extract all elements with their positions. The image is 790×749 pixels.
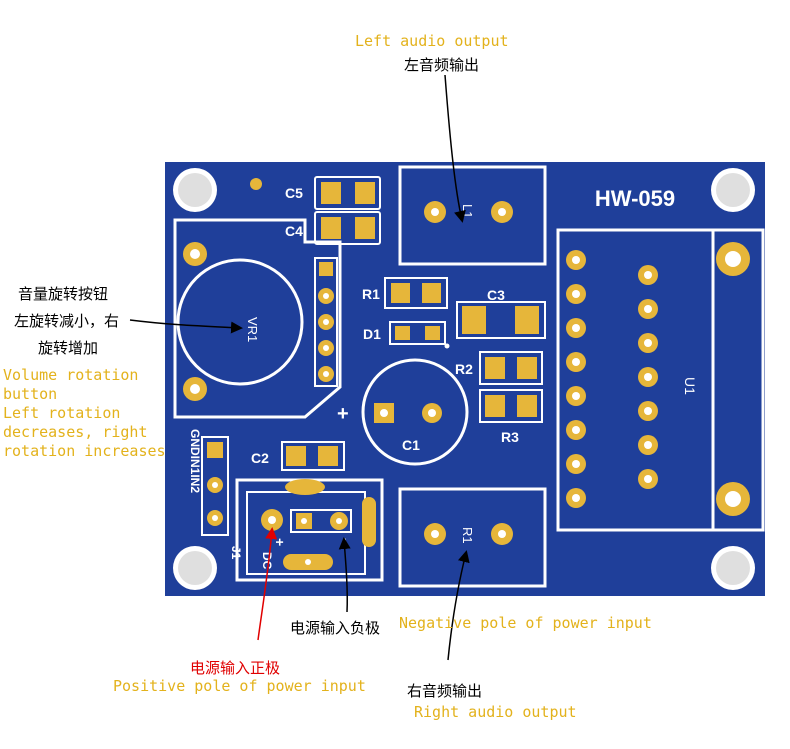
- right-audio-label-en: Right audio output: [414, 703, 577, 721]
- resistor-r3: R3: [479, 389, 543, 445]
- svg-text:R1: R1: [362, 286, 380, 302]
- volume-label-en-1: Volume rotation: [3, 366, 139, 384]
- mounting-holes: [173, 168, 755, 590]
- svg-text:VR1: VR1: [245, 317, 260, 342]
- svg-text:+: +: [337, 403, 349, 425]
- svg-text:C2: C2: [251, 450, 269, 466]
- svg-text:C1: C1: [402, 437, 420, 453]
- capacitor-c2: C2: [251, 441, 345, 471]
- pcb-board: HW-059 C5 C4 VR1 L1 R1: [165, 162, 765, 596]
- u1-pin-hole: [572, 290, 580, 298]
- volume-label-en-3: Left rotation: [3, 404, 121, 422]
- volume-label-cn-2: 左旋转减小，右: [14, 312, 120, 330]
- svg-text:R1: R1: [460, 527, 475, 544]
- resistor-r2: R2: [455, 351, 543, 385]
- svg-text:-: -: [338, 538, 354, 543]
- input-header-j1: GNDIN1IN2 J1: [188, 429, 243, 560]
- svg-text:R3: R3: [501, 429, 519, 445]
- u1-pin-hole: [572, 324, 580, 332]
- capacitor-c3: C3: [456, 287, 546, 339]
- svg-text:U1: U1: [682, 377, 698, 395]
- svg-text:L1: L1: [460, 204, 475, 218]
- right-audio-label-cn: 右音频输出: [407, 682, 483, 700]
- u1-pin-hole: [572, 494, 580, 502]
- capacitor-c4: C4: [285, 211, 381, 245]
- capacitor-c1: + C1: [337, 358, 469, 466]
- left-audio-label-en: Left audio output: [355, 32, 509, 50]
- diode-d1: D1: [363, 321, 446, 345]
- left-audio-label-cn: 左音频输出: [404, 56, 480, 74]
- right-output-connector: R1: [398, 487, 547, 588]
- svg-text:D1: D1: [363, 326, 381, 342]
- fiducial-dot: [250, 178, 262, 190]
- u1-pin-hole: [644, 475, 652, 483]
- svg-text:C4: C4: [285, 223, 303, 239]
- u1-pin-hole: [572, 358, 580, 366]
- u1-pin-hole: [572, 426, 580, 434]
- volume-label-en-2: button: [3, 385, 58, 403]
- svg-text:DC: DC: [260, 552, 274, 570]
- u1-pin-hole: [644, 339, 652, 347]
- svg-text:C3: C3: [487, 287, 505, 303]
- negative-pole-label-cn: 电源输入负极: [290, 619, 381, 637]
- volume-label-cn-1: 音量旋转按钮: [18, 285, 109, 303]
- volume-label-cn-3: 旋转增加: [38, 339, 99, 357]
- positive-pole-label-en: Positive pole of power input: [113, 677, 366, 695]
- svg-text:R2: R2: [455, 361, 473, 377]
- u1-pin-hole: [572, 256, 580, 264]
- board-title: HW-059: [595, 186, 675, 211]
- amplifier-ic-u1: U1: [556, 228, 765, 532]
- u1-pin-hole: [644, 441, 652, 449]
- u1-pin-hole: [572, 460, 580, 468]
- volume-label-en-5: rotation increases: [3, 442, 166, 460]
- svg-text:C5: C5: [285, 185, 303, 201]
- u1-pin-hole: [644, 407, 652, 415]
- resistor-r1: R1: [362, 277, 448, 309]
- svg-text:+: +: [272, 538, 288, 546]
- svg-text:GNDIN1IN2: GNDIN1IN2: [188, 429, 202, 493]
- positive-pole-label-cn: 电源输入正极: [190, 659, 281, 677]
- u1-pin-hole: [644, 373, 652, 381]
- u1-pin-hole: [644, 271, 652, 279]
- u1-pin-hole: [644, 305, 652, 313]
- negative-pole-label-en: Negative pole of power input: [399, 614, 652, 632]
- capacitor-c5: C5: [285, 176, 381, 210]
- left-output-connector-l1: L1: [398, 165, 547, 266]
- volume-label-en-4: decreases, right: [3, 423, 148, 441]
- u1-pin-hole: [572, 392, 580, 400]
